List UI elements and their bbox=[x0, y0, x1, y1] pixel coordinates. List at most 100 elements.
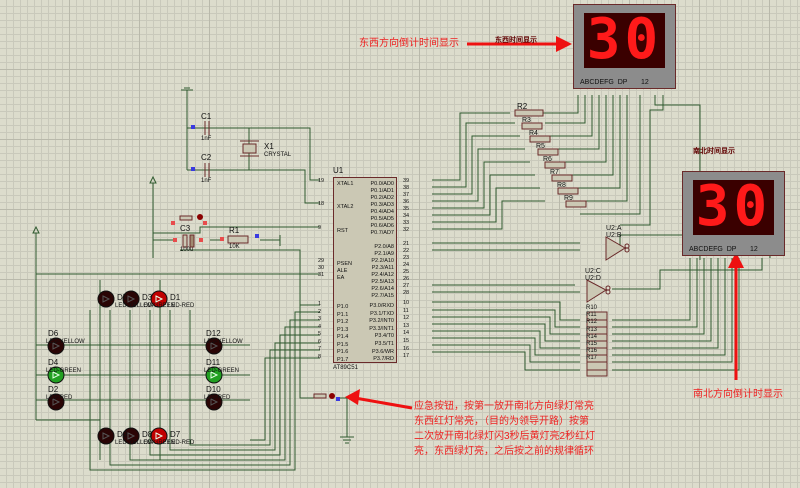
mcu-pin-number: 26 bbox=[403, 276, 410, 282]
led-ref: D4 bbox=[48, 358, 59, 367]
mcu-pin-p2-5-a13: P2.5/A13 bbox=[371, 279, 394, 285]
resistor-label: R8 bbox=[557, 182, 566, 189]
capacitor-c3[interactable] bbox=[173, 234, 203, 248]
led-d3 bbox=[122, 290, 140, 308]
mcu-pin-xtal1: XTAL1 bbox=[337, 181, 354, 187]
arrow-right-icon bbox=[556, 36, 572, 52]
resistor-r1[interactable] bbox=[220, 234, 259, 244]
mcu-ref: U1 bbox=[333, 166, 344, 175]
diode-icon bbox=[127, 432, 136, 440]
mcu-pin-number: 27 bbox=[403, 283, 410, 289]
mcu-pin-p0-7-ad7: P0.7/AD7 bbox=[370, 230, 394, 236]
diode-icon bbox=[210, 342, 219, 350]
ew-display-title: 东西时间显示 bbox=[495, 37, 537, 44]
resistor-label: R6 bbox=[543, 156, 552, 163]
led-type: LED-RED bbox=[46, 395, 73, 401]
led-type: LED-RED bbox=[204, 395, 231, 401]
mcu-pin-p3-0-rxd: P3.0/RXD bbox=[369, 303, 394, 309]
led-d5 bbox=[97, 290, 115, 308]
mcu-pin-p0-0-ad0: P0.0/AD0 bbox=[370, 181, 394, 187]
mcu-pin-p0-4-ad4: P0.4/AD4 bbox=[370, 209, 394, 215]
inverter-u2a[interactable] bbox=[605, 236, 630, 261]
mcu-pin-number: 34 bbox=[403, 213, 410, 219]
led-d9 bbox=[97, 427, 115, 445]
mcu-pin-ea: EA bbox=[337, 275, 345, 281]
diode-icon bbox=[52, 398, 61, 406]
diode-icon bbox=[52, 371, 61, 379]
mcu-pin-number: 30 bbox=[318, 265, 325, 271]
capacitor-c2[interactable] bbox=[191, 163, 210, 177]
resistor-label: R17 bbox=[586, 355, 598, 362]
mcu-pin-number: 36 bbox=[403, 199, 410, 205]
reset-button[interactable] bbox=[171, 214, 207, 225]
mcu-pin-number: 8 bbox=[318, 354, 322, 360]
led-type: LED-GREEN bbox=[204, 368, 240, 374]
mcu-pin-p3-5-t1: P3.5/T1 bbox=[374, 341, 394, 347]
mcu-pin-p3-2-int0: P3.2/INT0 bbox=[369, 318, 394, 325]
led-d10 bbox=[205, 393, 223, 411]
mcu-pin-p2-3-a11: P2.3/A11 bbox=[371, 265, 394, 271]
mcu-pin-p2-6-a14: P2.6/A14 bbox=[371, 286, 394, 292]
ew-seven-segment-display[interactable]: 30 ABCDEFG DP 12 bbox=[573, 4, 676, 89]
led-d1 bbox=[150, 290, 168, 308]
diode-icon bbox=[102, 295, 111, 303]
c1-value: 1nF bbox=[201, 136, 212, 142]
mcu-pin-p1-4: P1.4 bbox=[337, 334, 349, 340]
led-type: LED-YELLOW bbox=[46, 339, 85, 345]
mcu-pin-number: 25 bbox=[403, 269, 410, 275]
mcu-pin-rst: RST bbox=[337, 228, 348, 234]
x1-ref: X1 bbox=[264, 142, 274, 151]
crystal-x1[interactable] bbox=[240, 140, 259, 157]
led-ref: D9 bbox=[117, 430, 128, 439]
mcu-pin-number: 31 bbox=[318, 272, 325, 278]
led-type: LED-RED bbox=[168, 303, 195, 309]
led-d2 bbox=[47, 393, 65, 411]
mcu-pin-p1-7: P1.7 bbox=[337, 357, 349, 363]
power-terminal-icon bbox=[32, 175, 157, 420]
mcu-pin-p3-4-t0: P3.4/T0 bbox=[374, 333, 394, 340]
led-type: LED-YELLOW bbox=[204, 339, 243, 345]
u2b-ref: U2:B bbox=[606, 232, 622, 239]
led-ref: D10 bbox=[206, 385, 221, 394]
mcu-pin-p1-5: P1.5 bbox=[337, 342, 349, 348]
mcu-pin-number: 11 bbox=[403, 307, 409, 314]
resistor-pack-r10-r17[interactable] bbox=[586, 311, 608, 377]
mcu-pin-number: 38 bbox=[403, 185, 410, 191]
ew-display-label: 东西方向倒计时间显示 bbox=[359, 38, 459, 49]
r2-ref: R2 bbox=[517, 102, 528, 111]
capacitor-c1[interactable] bbox=[191, 121, 210, 135]
resistor-label: R12 bbox=[586, 319, 598, 326]
led-ref: D2 bbox=[48, 385, 59, 394]
diode-icon bbox=[210, 398, 219, 406]
mcu-pin-p2-1-a9: P2.1/A9 bbox=[374, 251, 394, 257]
resistor-ladder-top[interactable] bbox=[514, 109, 587, 208]
mcu-pin-number: 37 bbox=[403, 192, 410, 198]
ew-pin-labels: ABCDEFG DP 12 bbox=[580, 79, 649, 86]
c1-ref: C1 bbox=[201, 112, 212, 121]
inverter-u2c[interactable] bbox=[586, 279, 611, 303]
diode-icon bbox=[127, 295, 136, 303]
mcu-pin-p3-7-rd: P3.7/RD bbox=[373, 356, 394, 363]
resistor-label: R11 bbox=[586, 312, 597, 319]
c2-ref: C2 bbox=[201, 153, 212, 162]
c3-value: 100u bbox=[180, 247, 194, 253]
mcu-pin-number: 9 bbox=[318, 225, 322, 231]
mcu-pin-xtal2: XTAL2 bbox=[337, 204, 354, 210]
ns-seven-segment-display[interactable]: 30 ABCDEFG DP 12 bbox=[682, 171, 785, 256]
led-ref: D5 bbox=[117, 293, 128, 302]
mcu-pin-number: 32 bbox=[403, 227, 410, 233]
x1-value: CRYSTAL bbox=[264, 152, 292, 158]
emergency-button[interactable] bbox=[313, 393, 340, 401]
ground-icon bbox=[181, 87, 193, 170]
mcu-pin-p3-6-wr: P3.6/WR bbox=[371, 348, 394, 355]
arrow-left-icon bbox=[345, 389, 360, 405]
arrow-up-icon bbox=[728, 252, 744, 268]
mcu-pin-number: 22 bbox=[403, 248, 410, 254]
mcu-pin-p2-7-a15: P2.7/A15 bbox=[371, 293, 394, 299]
note-line: 东西红灯常亮，（目的为领导开路）按第 bbox=[414, 416, 589, 427]
mcu-pin-p1-3: P1.3 bbox=[337, 327, 349, 333]
resistor-label: R3 bbox=[522, 117, 531, 124]
mcu-pin-p0-2-ad2: P0.2/AD2 bbox=[370, 195, 394, 201]
